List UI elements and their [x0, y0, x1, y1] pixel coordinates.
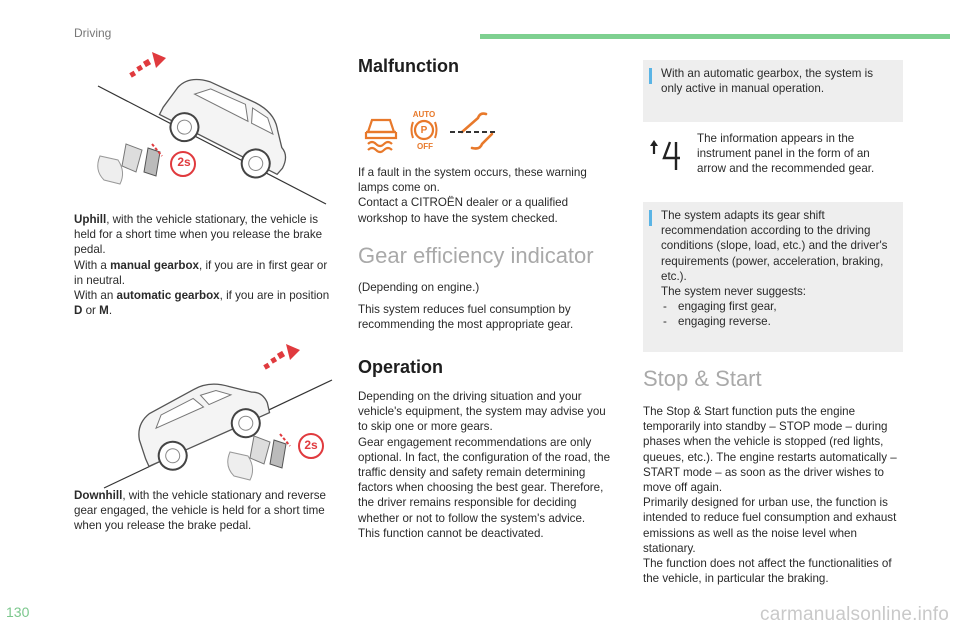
note-adapts-para-2: The system never suggests:: [661, 285, 806, 299]
lamp-p-label: P: [420, 125, 428, 136]
operation-para-2: Gear engagement recommendations are only…: [358, 435, 611, 525]
never-suggests-list: engaging first gear, engaging reverse.: [661, 299, 895, 330]
stop-start-para-1: The Stop & Start function puts the engin…: [643, 405, 897, 495]
uphill-badge: 2s: [177, 155, 191, 169]
display-info-text: The information appears in the instrumen…: [697, 132, 875, 176]
section-accent-bar: [480, 34, 950, 39]
watermark: carmanualsonline.info: [760, 604, 950, 625]
operation-para-1: Depending on the driving situation and y…: [358, 390, 606, 434]
uphill-para-3: With an automatic gearbox, if you are in…: [74, 289, 330, 318]
gear-shift-indicator-icon: [648, 138, 688, 174]
gear-efficiency-para-2: This system reduces fuel consumption by …: [358, 303, 574, 332]
lamp-auto-label: AUTO: [412, 110, 436, 119]
list-item: engaging first gear,: [661, 299, 895, 314]
malfunction-para-1: If a fault in the system occurs, these w…: [358, 166, 587, 195]
gear-efficiency-text: (Depending on engine.) This system reduc…: [358, 280, 610, 333]
warning-lamps: [362, 108, 502, 156]
stop-start-para-3: The function does not affect the functio…: [643, 557, 892, 586]
red-arrow-icon: [129, 52, 166, 78]
uphill-para-1: Uphill, with the vehicle stationary, the…: [74, 213, 323, 257]
lamp-off-label: OFF: [417, 142, 433, 151]
uphill-text: Uphill, with the vehicle stationary, the…: [74, 212, 336, 318]
operation-heading: Operation: [358, 357, 444, 377]
gear-efficiency-heading: Gear efficiency indicator: [358, 243, 594, 268]
info-icon: [649, 210, 652, 226]
red-arrow-icon: [263, 344, 300, 370]
downhill-text: Downhill, with the vehicle stationary an…: [74, 488, 342, 534]
list-item: engaging reverse.: [661, 314, 895, 329]
note-automatic-text: With an automatic gearbox, the system is…: [661, 67, 873, 96]
stop-start-heading: Stop & Start: [643, 366, 762, 391]
operation-para-3: This function cannot be deactivated.: [358, 526, 544, 540]
malfunction-para-2: Contact a CITROËN dealer or a qualified …: [358, 196, 569, 225]
note-adapts-para-1: The system adapts its gear shift recomme…: [661, 209, 888, 283]
hill-start-fault-icon: [364, 118, 398, 154]
malfunction-text: If a fault in the system occurs, these w…: [358, 165, 608, 226]
wrench-icon: [460, 112, 494, 150]
stop-start-para-2: Primarily designed for urban use, the fu…: [643, 496, 897, 555]
malfunction-heading: Malfunction: [358, 56, 459, 76]
note-adapts-box: The system adapts its gear shift recomme…: [643, 202, 903, 352]
downhill-badge: 2s: [304, 438, 318, 452]
info-icon: [649, 68, 652, 84]
section-label: Driving: [74, 26, 112, 40]
operation-text: Depending on the driving situation and y…: [358, 389, 610, 541]
uphill-para-2: With a manual gearbox, if you are in fir…: [74, 258, 328, 287]
stop-start-text: The Stop & Start function puts the engin…: [643, 404, 907, 586]
downhill-illustration: [74, 340, 336, 490]
gear-efficiency-para-1: (Depending on engine.): [358, 281, 480, 294]
note-automatic-box: With an automatic gearbox, the system is…: [643, 60, 903, 122]
page-number: 130: [6, 604, 30, 620]
downhill-para-1: Downhill, with the vehicle stationary an…: [74, 489, 326, 533]
uphill-illustration: [74, 52, 334, 212]
note-adapts-text: The system adapts its gear shift recomme…: [661, 208, 895, 330]
auto-p-off-icon: [410, 119, 438, 141]
